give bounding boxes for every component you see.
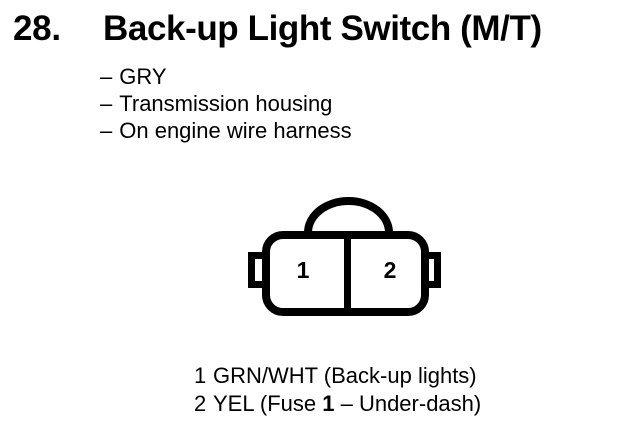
dash-bullet: –	[100, 91, 113, 116]
dash-bullet: –	[100, 118, 113, 143]
legend-pin-number: 2	[194, 391, 207, 416]
section-number: 28.	[13, 9, 61, 48]
legend-pin-label: GRN/WHT (Back-up lights)	[213, 363, 477, 388]
connector-lock-rib	[304, 197, 393, 233]
note-text: Transmission housing	[119, 91, 333, 116]
pin-2-cavity: 2	[383, 257, 397, 283]
legend-fuse-number: 1	[322, 391, 335, 416]
legend-pin-label-suffix: – Under-dash)	[334, 391, 482, 416]
note-wire-color: –GRY	[100, 63, 352, 90]
page-title: Back-up Light Switch (M/T)	[103, 9, 542, 48]
dash-bullet: –	[100, 64, 113, 89]
notes-list: –GRY –Transmission housing –On engine wi…	[100, 63, 352, 144]
cavity-divider	[344, 233, 351, 313]
note-text: On engine wire harness	[119, 118, 352, 143]
legend-pin-label-prefix: YEL (Fuse	[213, 391, 323, 416]
note-harness: –On engine wire harness	[100, 117, 352, 144]
note-text: GRY	[119, 64, 167, 89]
note-location: –Transmission housing	[100, 90, 352, 117]
legend-pin-number: 1	[194, 363, 207, 388]
pin-1-cavity: 1	[296, 257, 310, 283]
